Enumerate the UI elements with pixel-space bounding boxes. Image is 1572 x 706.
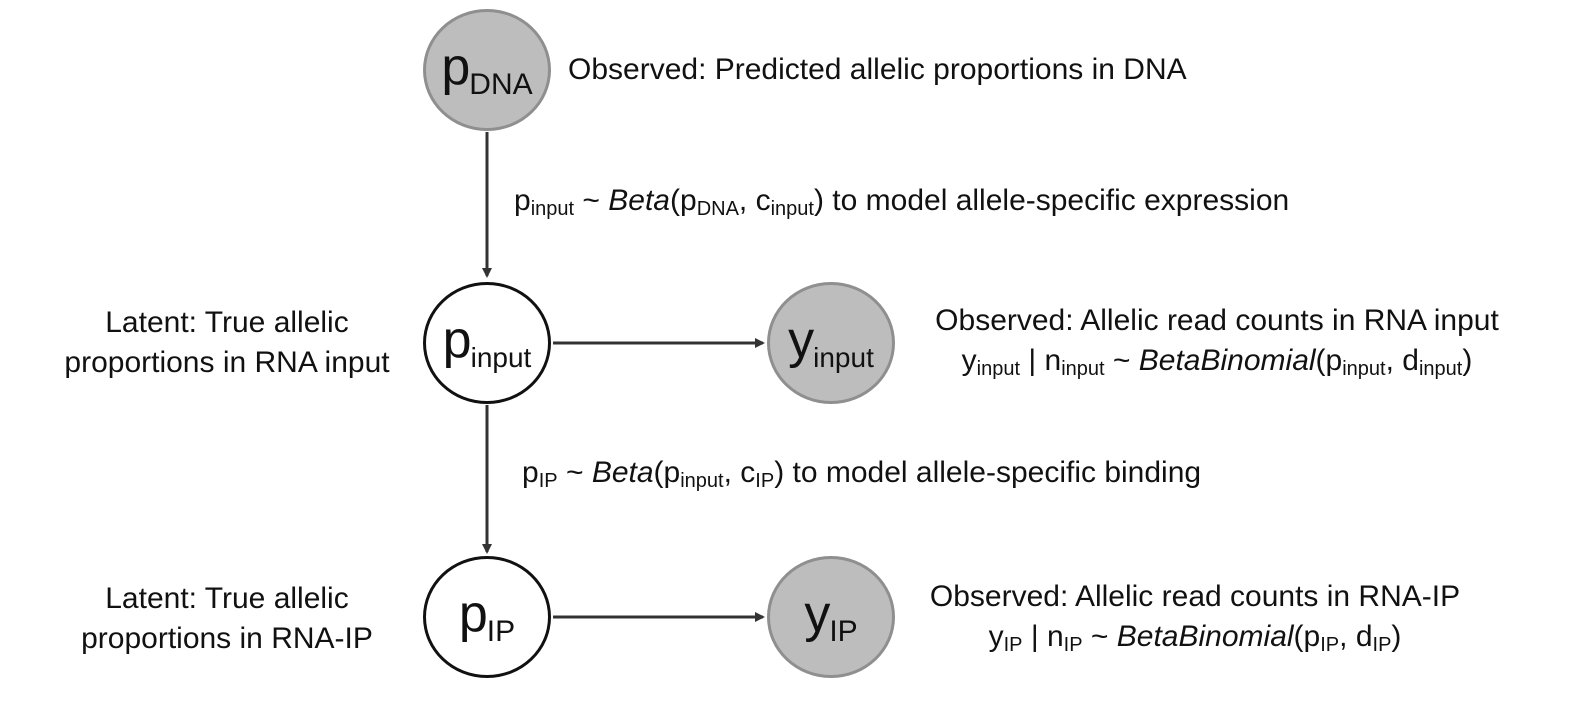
edge1-equation: pinput ~ Beta(pDNA, cinput) to model all… <box>514 184 1290 220</box>
node-p-input: pinput <box>423 282 551 404</box>
annotation-latent-input: Latent: True allelic proportions in RNA … <box>64 306 390 379</box>
node-y-input: yinput <box>767 282 895 404</box>
annotation-latent-ip: Latent: True allelic proportions in RNA-… <box>81 582 373 655</box>
node-y-ip: yIP <box>767 556 895 678</box>
edge2-equation: pIP ~ Beta(pinput, cIP) to model allele-… <box>522 456 1202 492</box>
annotation-obs-ip: Observed: Allelic read counts in RNA-IP … <box>912 577 1478 665</box>
node-y-input-label: yinput <box>788 311 874 373</box>
node-p-ip: pIP <box>423 556 551 678</box>
node-p-input-label: pinput <box>442 311 532 373</box>
obs-ip-equation: yIP | nIP ~ BetaBinomial(pIP, dIP) <box>988 620 1402 656</box>
node-y-ip-label: yIP <box>804 584 858 648</box>
node-p-ip-label: pIP <box>458 584 516 648</box>
obs-input-equation: yinput | ninput ~ BetaBinomial(pinput, d… <box>961 344 1473 380</box>
annotation-obs-input: Observed: Allelic read counts in RNA inp… <box>912 301 1522 389</box>
beta-function: Beta <box>608 184 670 217</box>
node-p-dna: pDNA <box>423 9 551 131</box>
node-p-dna-label: pDNA <box>441 37 533 101</box>
annotation-dna: Observed: Predicted allelic proportions … <box>568 53 1187 86</box>
